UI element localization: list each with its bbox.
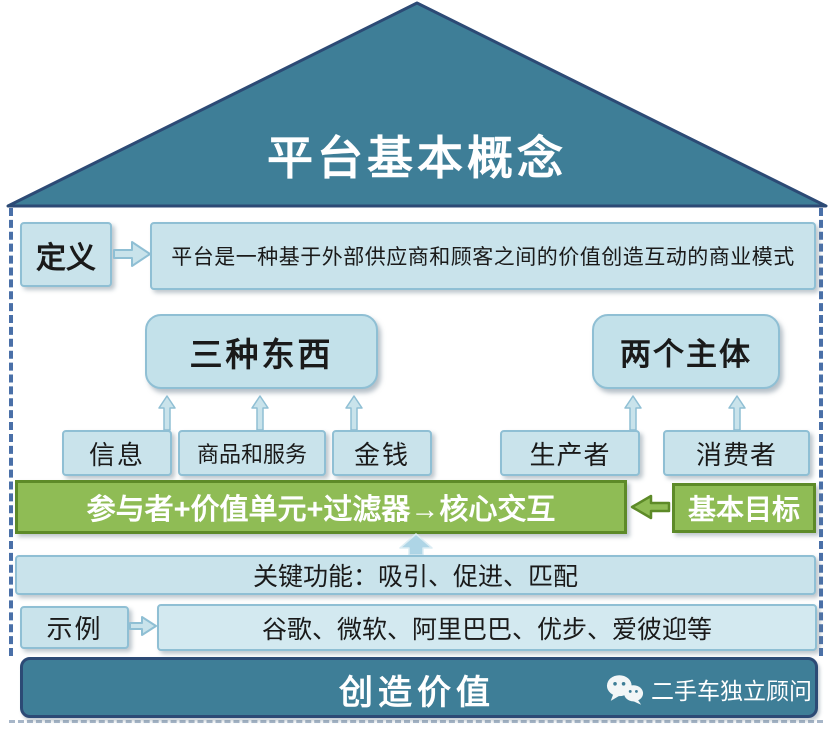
footer-banner [20,657,818,718]
dashed-frame-bottom [9,720,823,723]
wechat-icon [606,674,644,705]
core-interaction-formula: 参与者+价值单元+过滤器→核心交互 [15,480,627,534]
group-three-things: 三种东西 [145,314,378,389]
example-label: 示例 [20,606,129,649]
item-goods-services: 商品和服务 [178,430,326,476]
basic-goal-label: 基本目标 [672,483,816,533]
left-arrow-icon [630,494,671,520]
footer-banner-text: 创造价值 [339,674,495,712]
watermark: 二手车独立顾问 [606,672,812,706]
up-arrow-icon [624,395,642,431]
roof-triangle [6,1,828,208]
right-arrow-icon [129,616,157,636]
up-arrow-icon [158,395,176,431]
item-consumer: 消费者 [663,430,810,476]
example-companies-text: 谷歌、微软、阿里巴巴、优步、爱彼迎等 [157,604,817,651]
watermark-text: 二手车独立顾问 [651,678,812,704]
key-functions-text: 关键功能：吸引、促进、匹配 [15,555,816,595]
dashed-frame [9,208,823,656]
group-two-subjects: 两个主体 [592,314,780,389]
up-arrow-icon [399,533,433,556]
definition-text: 平台是一种基于外部供应商和顾客之间的价值创造互动的商业模式 [150,222,816,290]
up-arrow-icon [345,395,363,431]
page-title: 平台基本概念 [267,132,567,184]
item-producer: 生产者 [500,430,640,476]
up-arrow-icon [728,395,746,431]
definition-label: 定义 [20,222,112,287]
up-arrow-icon [251,395,269,431]
right-arrow-icon [113,241,151,267]
item-money: 金钱 [332,430,432,476]
item-information: 信息 [62,430,172,476]
